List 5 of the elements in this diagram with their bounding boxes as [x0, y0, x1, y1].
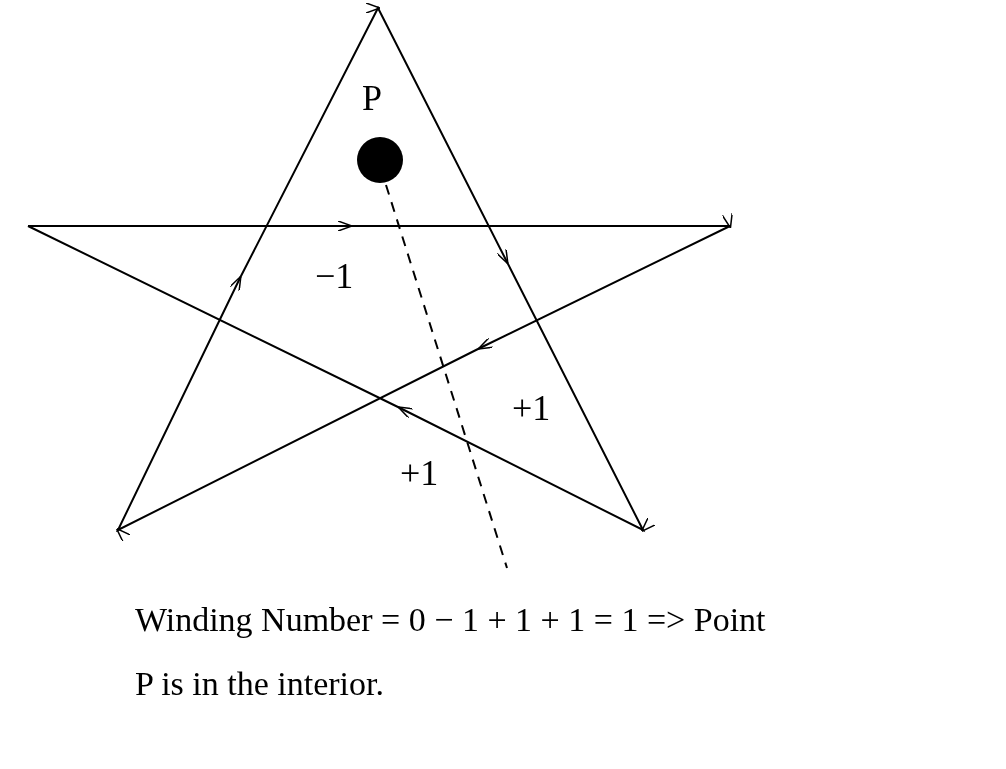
caption: Winding Number = 0 − 1 + 1 + 1 = 1 => Point P is in the interior.: [135, 600, 767, 704]
crossing-count: −1: [315, 258, 354, 294]
point-label: P: [362, 80, 383, 116]
crossing-count: +1: [400, 455, 439, 491]
crossing-count: +1: [512, 390, 551, 426]
